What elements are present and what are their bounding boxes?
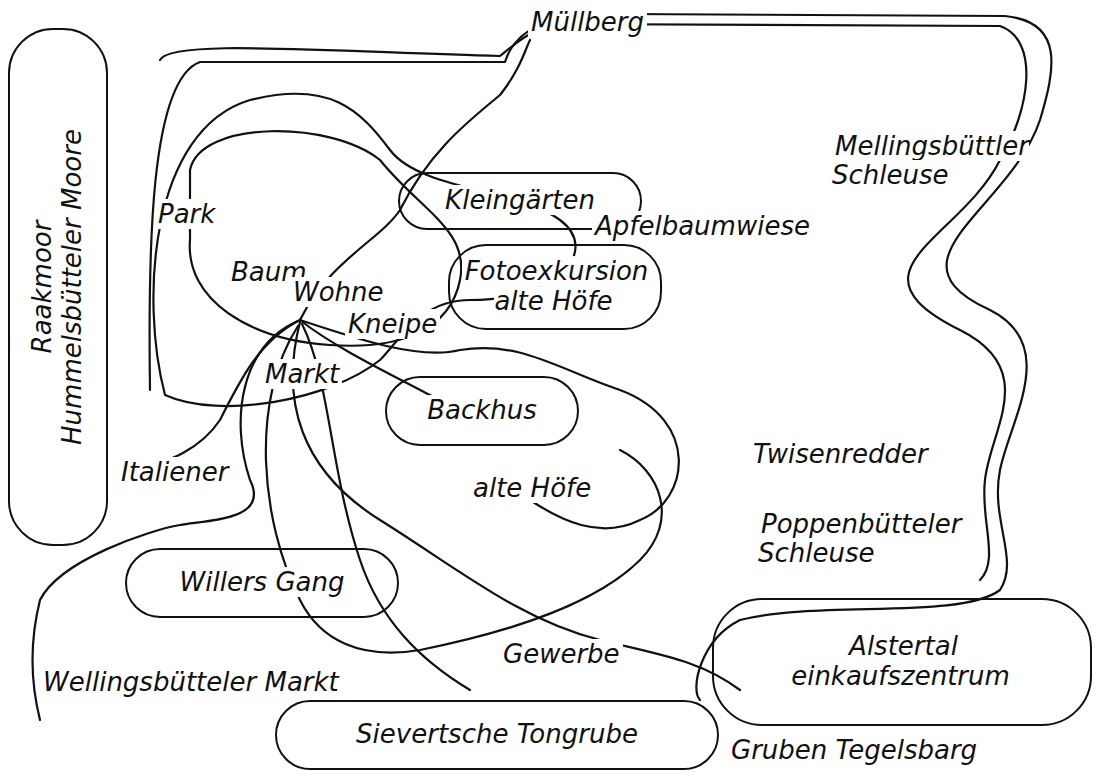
- place-text-group: Fotoexkursion alte Höfe: [460, 257, 650, 317]
- place-label: Poppenbütteler Schleuse: [758, 510, 1058, 567]
- place-name: Raakmoor: [28, 126, 58, 448]
- place-text-group: Backhus: [397, 396, 567, 426]
- place-label: Apfelbaumwiese: [592, 212, 813, 241]
- place-label: Italiener: [118, 458, 231, 487]
- place-label: Twisenredder: [750, 440, 931, 469]
- place-label: Müllberg: [528, 8, 647, 37]
- place-text-group: RaakmoorHummelsbütteler Moore: [28, 126, 88, 448]
- place-text-group: Willers Gang: [137, 568, 387, 598]
- park-loop: [153, 94, 575, 406]
- place-loop: Willers Gang: [125, 548, 399, 618]
- place-label: Kneipe: [345, 310, 440, 339]
- place-loop: Alstertal einkaufszentrum: [712, 598, 1092, 726]
- place-loop: RaakmoorHummelsbütteler Moore: [8, 28, 108, 546]
- place-loop: Sievertsche Tongrube: [275, 700, 719, 770]
- place-name: Backhus: [397, 396, 567, 426]
- place-text-group: Sievertsche Tongrube: [287, 720, 707, 750]
- place-label: Park: [155, 200, 218, 229]
- place-name: Willers Gang: [137, 568, 387, 598]
- place-text-group: Alstertal einkaufszentrum: [752, 632, 1052, 692]
- place-loop: Fotoexkursion alte Höfe: [448, 244, 662, 330]
- place-name: Alstertal einkaufszentrum: [752, 632, 1052, 692]
- place-label: Gruben Tegelsbarg: [728, 736, 980, 765]
- place-label: Mellingsbüttler Schleuse: [832, 132, 1082, 189]
- place-name: Sievertsche Tongrube: [287, 720, 707, 750]
- place-label: Wohne: [290, 278, 387, 307]
- park-loop: [190, 131, 462, 346]
- place-loop: Backhus: [385, 376, 579, 446]
- place-label: Gewerbe: [500, 640, 623, 669]
- place-label: Markt: [262, 360, 342, 389]
- place-name: Fotoexkursion alte Höfe: [460, 257, 650, 317]
- place-label: Wellingsbütteler Markt: [40, 668, 342, 697]
- place-label: alte Höfe: [470, 474, 594, 503]
- place-name: Hummelsbütteler Moore: [58, 126, 88, 448]
- outer-loop: [160, 24, 1026, 580]
- route-line: [140, 320, 300, 470]
- route-line: [293, 322, 740, 690]
- route-line: [300, 320, 679, 528]
